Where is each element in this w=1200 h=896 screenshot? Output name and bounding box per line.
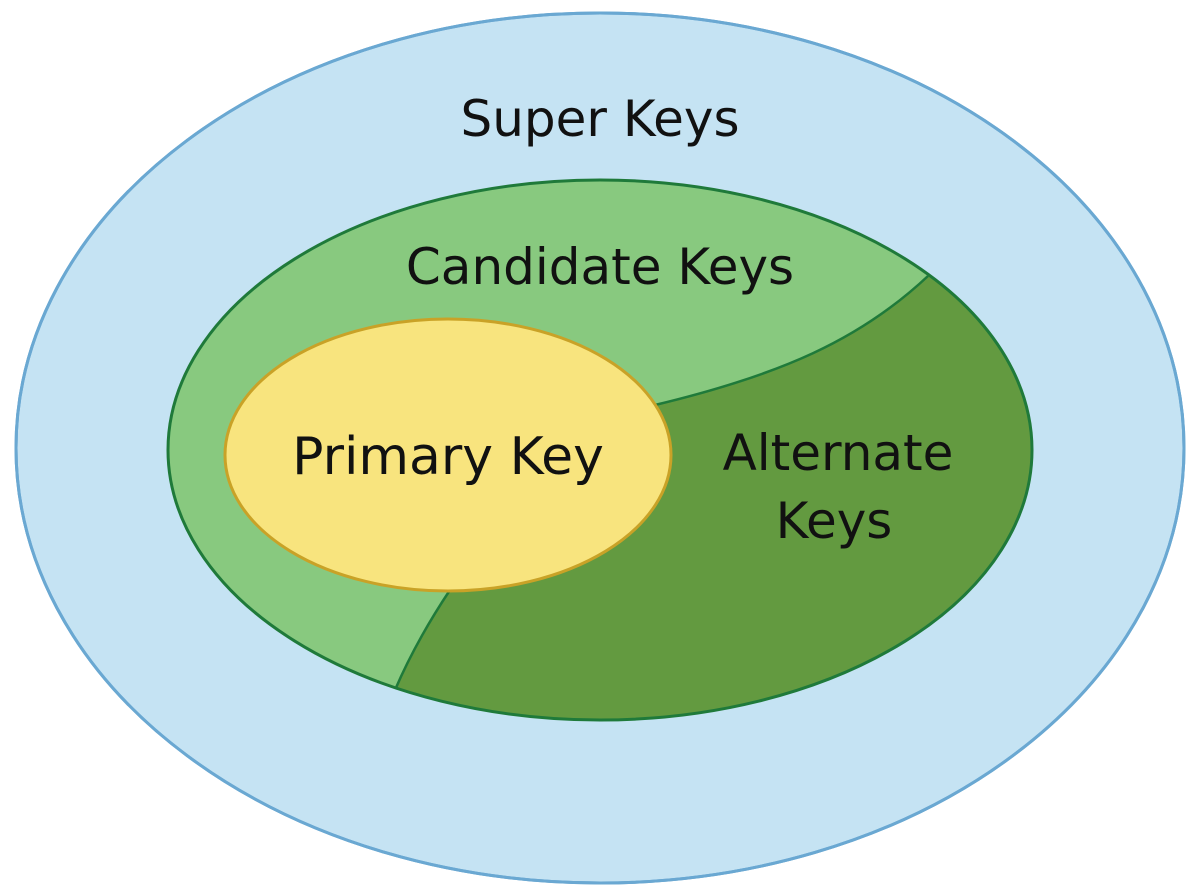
alternate-keys-region (395, 240, 1032, 720)
alternate-keys-label-line1: Alternate (723, 424, 954, 482)
candidate-keys-outline (166, 178, 1034, 722)
alternate-keys-boundary (654, 275, 929, 407)
super-keys-outline (14, 11, 1186, 885)
primary-key-label: Primary Key (292, 427, 604, 487)
super-keys-label: Super Keys (460, 90, 739, 148)
primary-key-set (225, 319, 671, 591)
candidate-keys-label: Candidate Keys (406, 238, 794, 296)
alternate-keys-boundary-lower (393, 589, 452, 691)
alternate-keys-label-line2: Keys (776, 492, 893, 550)
primary-key-outline (223, 317, 673, 593)
